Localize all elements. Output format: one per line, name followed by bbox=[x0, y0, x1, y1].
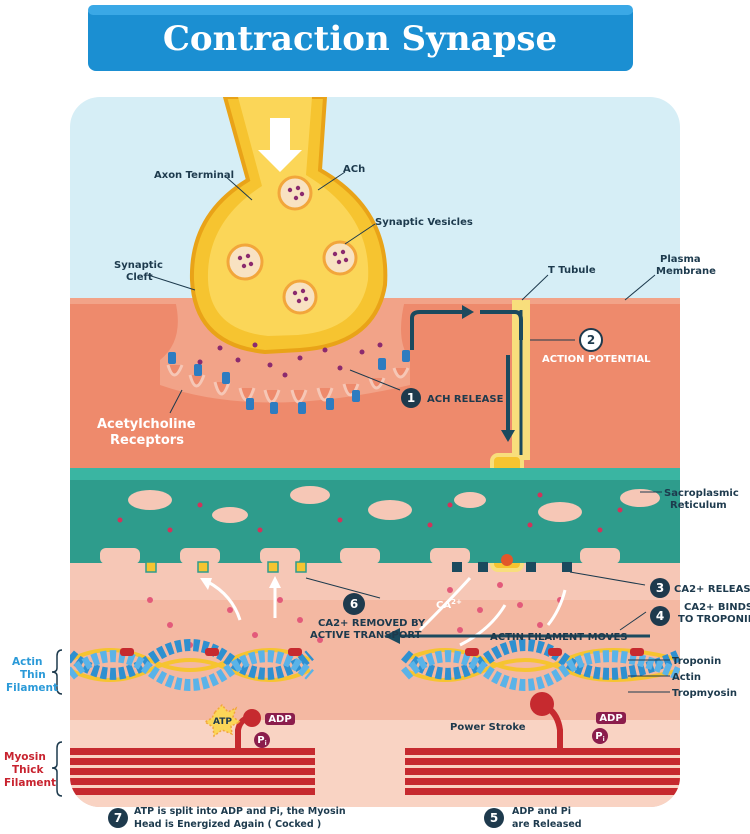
plasma-membrane-label-2: Membrane bbox=[656, 266, 716, 277]
step-7: 7 ATP is split into ADP and Pi, the Myos… bbox=[108, 806, 346, 830]
actin-filament-moves-label: ACTIN FILAMENT MOVES bbox=[490, 632, 628, 643]
acetylcholine-receptors-label-2: Receptors bbox=[110, 433, 184, 448]
sarcoplasmic-reticulum bbox=[70, 468, 680, 573]
tropmyosin-label: Tropmyosin bbox=[672, 688, 737, 699]
step-5-label-2: are Released bbox=[512, 819, 582, 830]
synaptic-vesicles-label: Synaptic Vesicles bbox=[375, 217, 473, 228]
actin-label: Actin bbox=[672, 672, 701, 683]
sarcoplasmic-reticulum-label-2: Reticulum bbox=[670, 500, 727, 511]
actin-thin-filament-label-1: Actin bbox=[12, 656, 42, 668]
diagram-panel bbox=[70, 97, 680, 807]
atp-burst-icon bbox=[203, 703, 242, 738]
adp-badge-left: ADP Pi bbox=[254, 713, 295, 748]
myosin-thick-filament-right bbox=[405, 748, 680, 795]
step-7-label-1: ATP is split into ADP and Pi, the Myosin bbox=[134, 806, 346, 817]
svg-text:ADP: ADP bbox=[599, 713, 622, 724]
svg-text:ADP: ADP bbox=[268, 714, 291, 725]
svg-text:3: 3 bbox=[656, 581, 664, 595]
actin-thin-filament-label-3: Filament bbox=[6, 682, 58, 694]
leader-lines bbox=[147, 171, 670, 693]
actin-thin-filament-label-2: Thin bbox=[20, 669, 46, 681]
page-title: Contraction Synapse bbox=[163, 19, 557, 59]
step-7-label-2: Head is Energized Again ( Cocked ) bbox=[134, 819, 321, 830]
actin-side-bracket bbox=[51, 649, 63, 695]
svg-text:Pi: Pi bbox=[257, 735, 266, 747]
step-3-label: CA2+ RELEASE bbox=[674, 584, 750, 595]
plasma-membrane-label-1: Plasma bbox=[660, 254, 701, 265]
svg-text:2: 2 bbox=[587, 333, 595, 347]
svg-text:6: 6 bbox=[350, 597, 358, 611]
released-ach bbox=[197, 342, 383, 378]
myosin-thick-filament-label-1: Myosin bbox=[4, 751, 46, 763]
synaptic-cleft-label-1: Synaptic bbox=[114, 260, 163, 271]
actin-movement-arrow bbox=[384, 628, 650, 644]
receptor-channels bbox=[168, 350, 410, 414]
step-5-label-1: ADP and Pi bbox=[512, 806, 571, 817]
troponin-label: Troponin bbox=[672, 656, 721, 667]
axon-terminal bbox=[189, 97, 388, 355]
myosin-thick-filament-label-3: Filament bbox=[4, 777, 56, 789]
myosin-side-bracket bbox=[51, 741, 63, 797]
transport-arrows bbox=[207, 576, 567, 647]
action-potential-path bbox=[410, 310, 523, 430]
step-6-label-2: ACTIVE TRANSPORT bbox=[310, 630, 422, 641]
step-4-label-1: CA2+ BINDS bbox=[684, 602, 750, 613]
arrow-down-icon bbox=[258, 118, 302, 172]
acetylcholine-receptors-label-1: Acetylcholine bbox=[97, 417, 196, 432]
atp-label: ATP bbox=[213, 717, 232, 727]
synaptic-vesicles bbox=[226, 175, 358, 315]
step-4: 4 CA2+ BINDS TO TROPONIN bbox=[650, 602, 750, 626]
axon-terminal-label: Axon Terminal bbox=[154, 170, 234, 181]
step-6-label-1: CA2+ REMOVED BY bbox=[318, 618, 426, 629]
svg-text:Pi: Pi bbox=[595, 731, 604, 743]
title-banner: Contraction Synapse bbox=[88, 5, 633, 71]
step-6: 6 CA2+ REMOVED BY ACTIVE TRANSPORT bbox=[310, 593, 426, 641]
t-tubule-label: T Tubule bbox=[548, 265, 596, 276]
myosin-thick-filament-left bbox=[70, 748, 315, 795]
adp-badge-right: ADP Pi bbox=[592, 712, 626, 744]
svg-text:5: 5 bbox=[490, 811, 498, 825]
ca2-ion-label: CA2+ bbox=[436, 598, 462, 611]
step-2: 2 ACTION POTENTIAL bbox=[542, 328, 651, 365]
svg-text:1: 1 bbox=[407, 391, 415, 405]
synaptic-cleft-label-2: Cleft bbox=[126, 272, 153, 283]
acetylcholine-receptors bbox=[166, 364, 410, 404]
myosin-thick-filament-label-2: Thick bbox=[12, 764, 44, 776]
actin-thin-filament-right bbox=[401, 639, 680, 691]
power-stroke-label: Power Stroke bbox=[450, 722, 526, 733]
myosin-head-power-stroke bbox=[530, 692, 563, 748]
svg-text:7: 7 bbox=[114, 811, 122, 825]
ach-label: ACh bbox=[343, 164, 365, 175]
sarcoplasmic-reticulum-label-1: Sacroplasmic bbox=[664, 488, 739, 499]
step-1: 1 ACH RELEASE bbox=[401, 388, 504, 408]
step-1-label: ACH RELEASE bbox=[427, 394, 504, 405]
step-3: 3 CA2+ RELEASE bbox=[650, 578, 750, 598]
step-2-label: ACTION POTENTIAL bbox=[542, 354, 651, 365]
step-4-label-2: TO TROPONIN bbox=[678, 614, 750, 625]
myosin-head-cocked bbox=[235, 709, 261, 748]
step-5: 5 ADP and Pi are Released bbox=[484, 806, 582, 830]
svg-text:4: 4 bbox=[656, 609, 664, 623]
actin-thin-filament-left bbox=[70, 639, 314, 691]
